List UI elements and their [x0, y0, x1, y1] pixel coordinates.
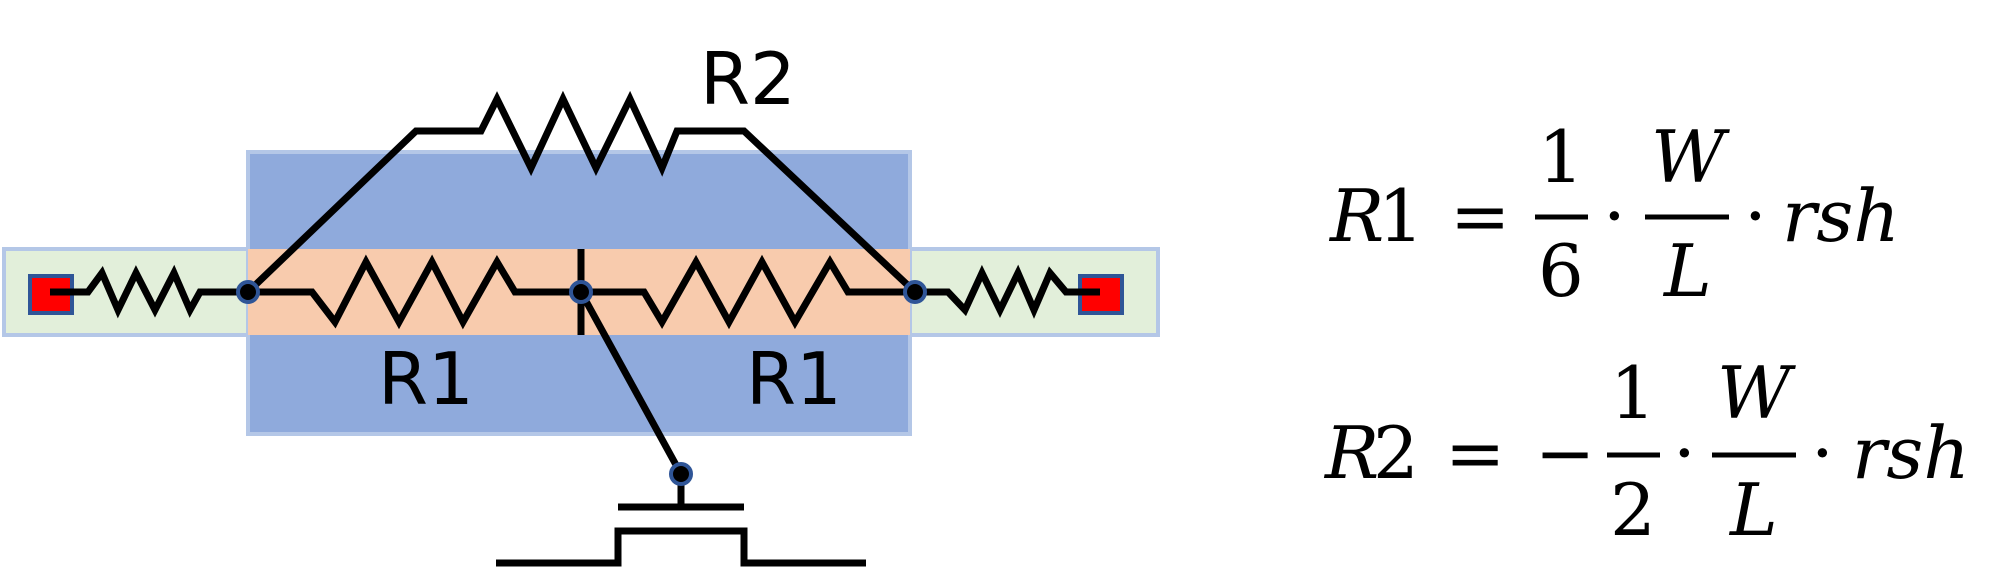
nodes [236, 280, 927, 486]
node-right [903, 280, 927, 304]
r1-right-resistor [581, 254, 915, 330]
node-center [569, 280, 593, 304]
node-gate [669, 462, 693, 486]
r2-resistor [245, 90, 918, 295]
eq2-equals: = [1445, 411, 1505, 495]
eq2-frac2-num: W [1717, 351, 1796, 435]
eq1-frac1-num: 1 [1538, 115, 1584, 199]
eq1-frac2-num: W [1651, 115, 1730, 199]
label-r1-left: R1 [378, 337, 474, 421]
right-contact-resistor [915, 264, 1100, 319]
eq2-dot2: · [1811, 411, 1834, 495]
eq1-dot2: · [1744, 174, 1767, 258]
transistor-channel [496, 527, 866, 567]
r1-left-resistor [248, 254, 581, 330]
eq1-frac1-den: 6 [1538, 229, 1584, 313]
eq2-tail: rsh [1852, 411, 1970, 495]
eq2-lhs-var: R [1323, 411, 1379, 495]
eq1-dot1: · [1603, 174, 1626, 258]
eq1-lhs-var: R [1328, 174, 1384, 258]
eq1-equals: = [1450, 174, 1510, 258]
eq2-dot1: · [1673, 411, 1696, 495]
eq2-frac1-num: 1 [1610, 351, 1656, 435]
gate-lead [577, 290, 685, 476]
eq2-lhs-sub: 2 [1373, 411, 1419, 495]
eq1-tail: rsh [1782, 174, 1900, 258]
eq1-lhs-sub: 1 [1378, 174, 1424, 258]
eq2-frac1-den: 2 [1610, 468, 1656, 552]
equation-r2: R 2 = − 1 2 · W L · rsh [1323, 351, 1970, 552]
eq2-frac2-den: L [1728, 468, 1778, 552]
label-r2: R2 [700, 37, 796, 121]
equation-r1: R 1 = 1 6 · W L · rsh [1328, 115, 1900, 313]
eq2-sign: − [1535, 411, 1595, 495]
left-contact-resistor [50, 264, 248, 319]
label-r1-right: R1 [746, 337, 842, 421]
eq1-frac2-den: L [1662, 229, 1712, 313]
node-left [236, 280, 260, 304]
